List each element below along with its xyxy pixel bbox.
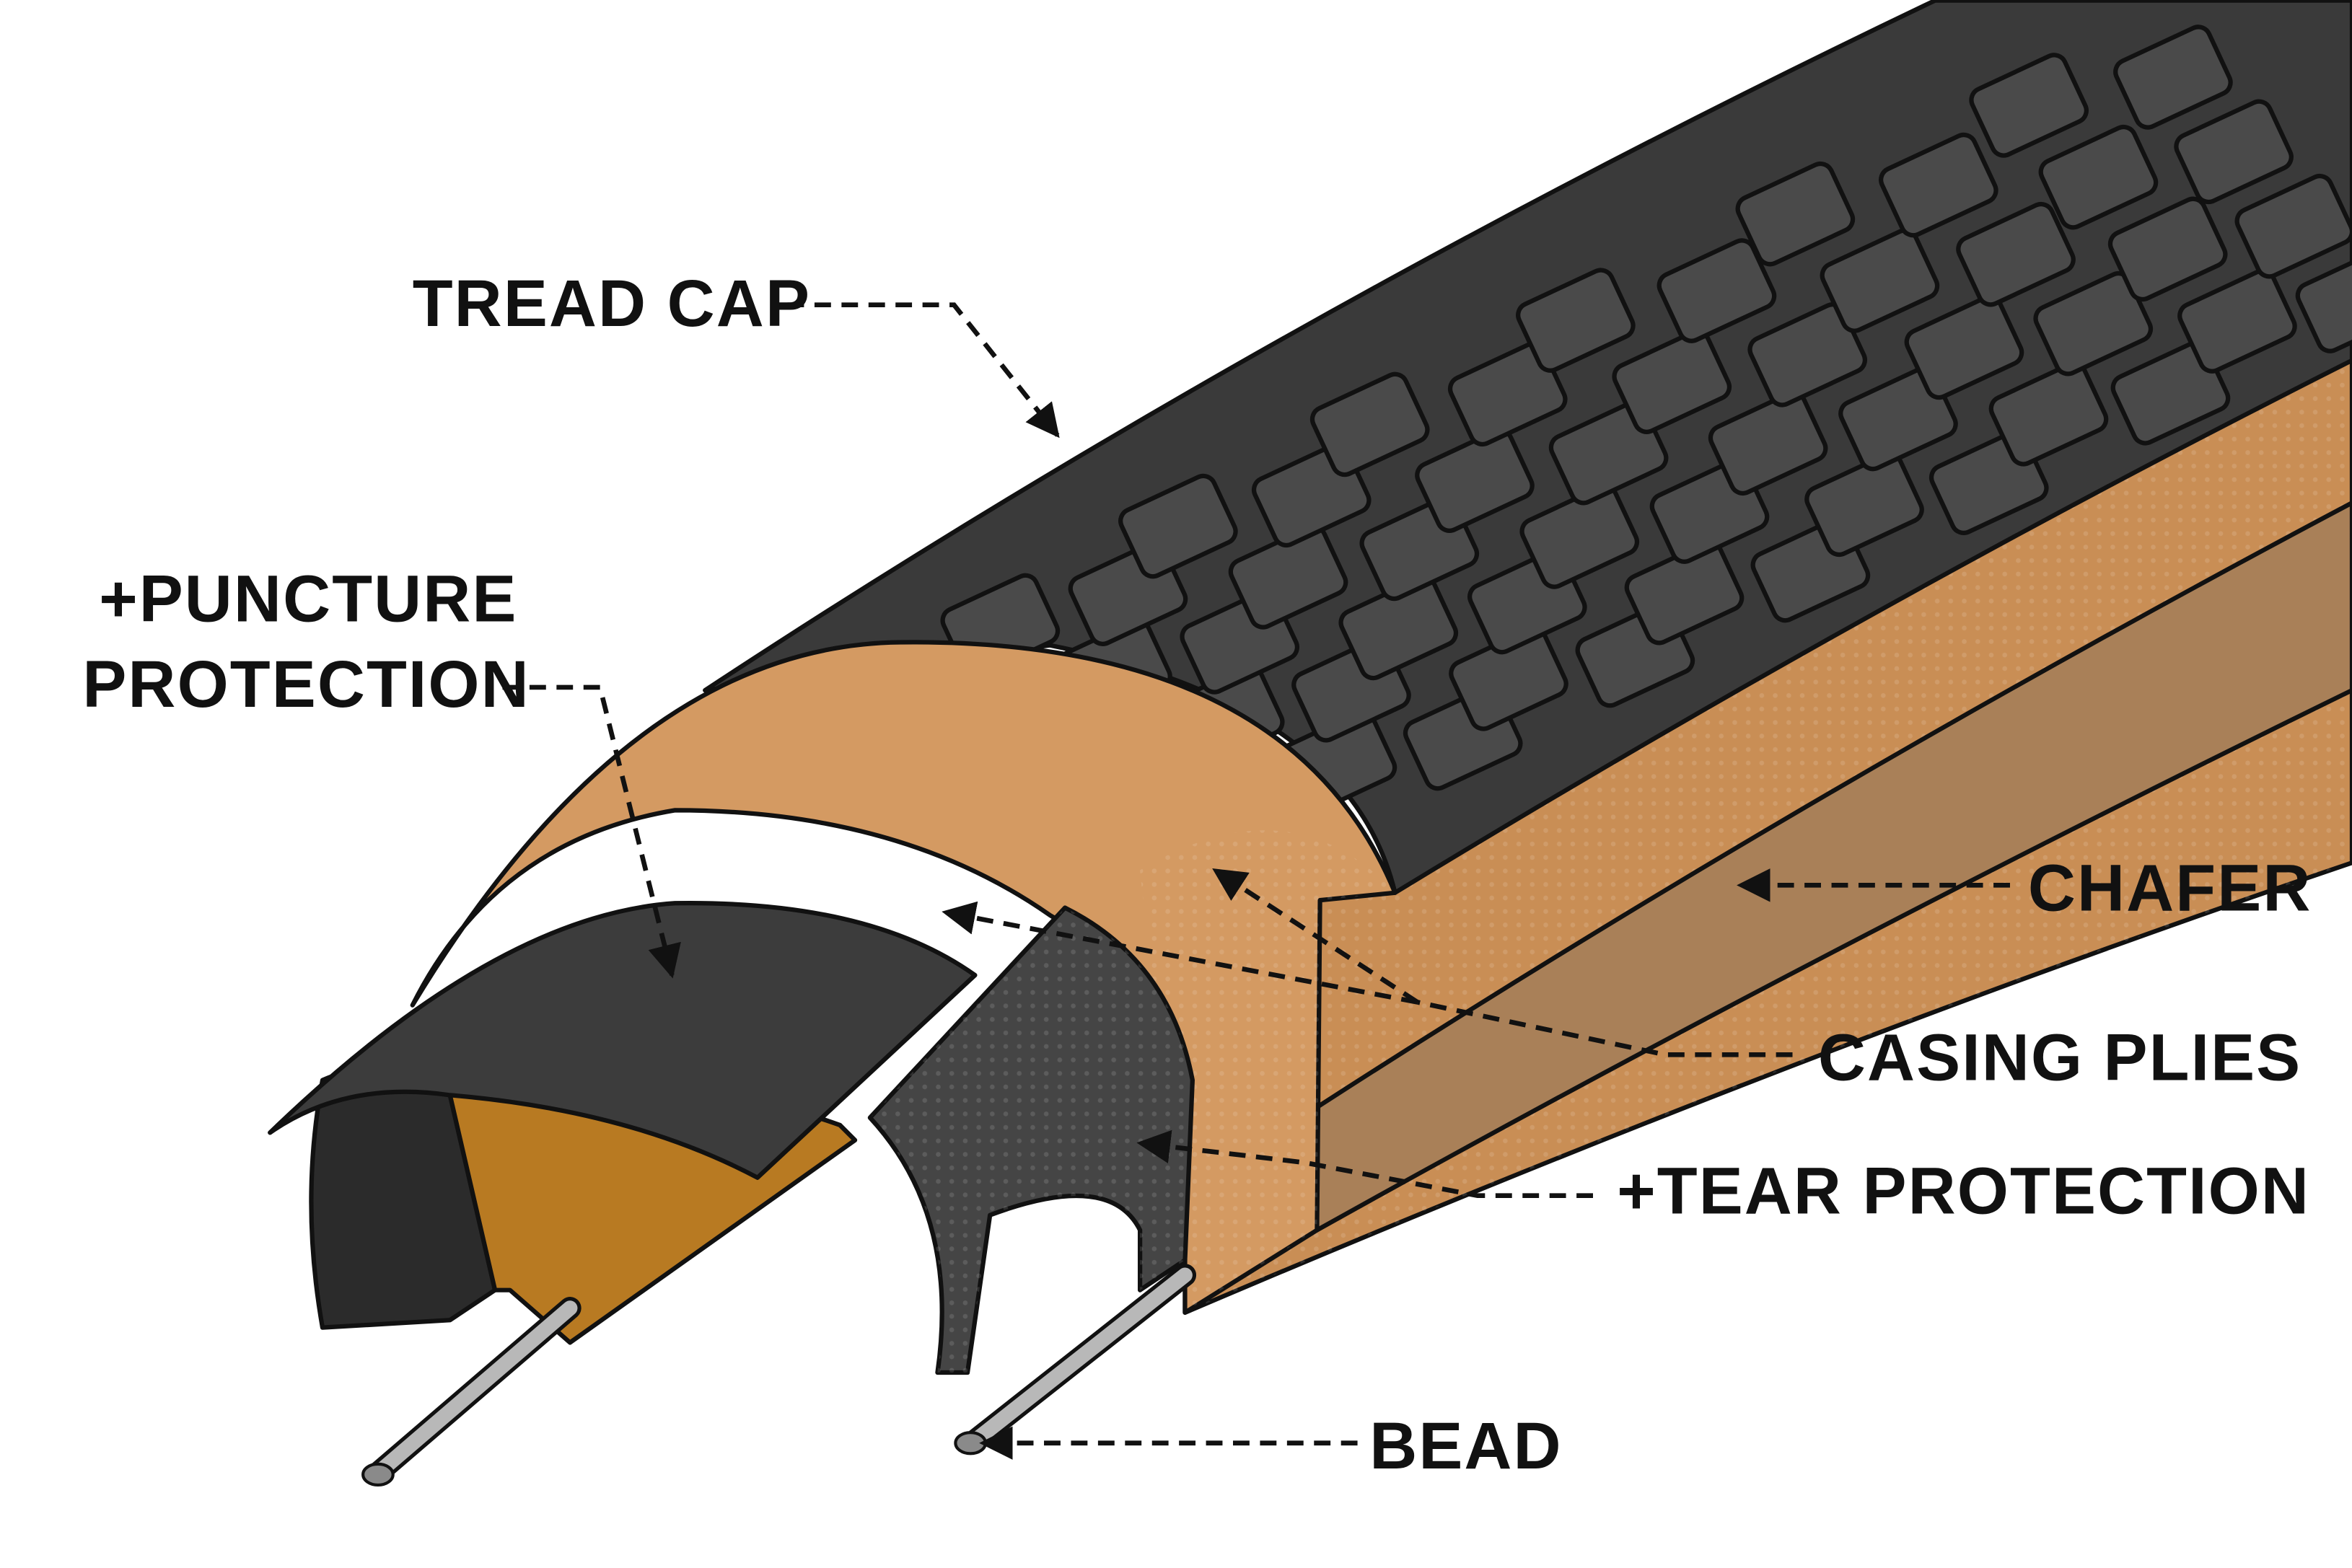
tread-lug (1118, 473, 1238, 579)
tread-lug (1956, 201, 2076, 307)
tread-lug (1820, 228, 1940, 333)
tread-lug (1516, 268, 1636, 373)
tread-lug (1708, 390, 1828, 496)
leader-puncture (502, 684, 681, 979)
label-tread-cap: TREAD CAP (413, 267, 811, 340)
tread-lug (1228, 524, 1348, 630)
tread-lug (2177, 268, 2297, 374)
tread-lug (1309, 371, 1430, 477)
tread-lug (2038, 124, 2159, 230)
label-puncture-line2: PROTECTION (82, 648, 530, 721)
tread-lug (2033, 270, 2154, 376)
leader-tear-protection (1136, 1129, 1593, 1199)
label-puncture-line1: +PUNCTURE (99, 562, 517, 635)
tread-lug (2174, 99, 2294, 205)
tread-lug (1657, 238, 1777, 343)
tread-lug (1735, 161, 1856, 267)
tread-lug (2113, 25, 2233, 130)
tread-lug (1804, 452, 1924, 558)
leader-casing-plies (1417, 1000, 1793, 1057)
tear-dots (869, 907, 1193, 1373)
tread-lug (1969, 53, 2089, 158)
tread-lug (1904, 294, 2024, 400)
leader-casing-plies-branch-b (1212, 868, 1419, 1005)
bead-wire-left (361, 1297, 582, 1487)
tread-lug (1879, 132, 1998, 238)
tread-lug (1519, 484, 1640, 589)
tread-lug (1447, 341, 1568, 447)
puncture-protection-layer (268, 901, 978, 1180)
label-tear-protection: +TEAR PROTECTION (1617, 1155, 2310, 1228)
tread-lug (1988, 361, 2109, 467)
tread-lug (2107, 196, 2228, 302)
tread-lug (2295, 248, 2352, 353)
label-casing-plies: CASING PLIES (1818, 1021, 2301, 1095)
label-chafer: CHAFER (2028, 852, 2312, 925)
tread-lug (1747, 302, 1868, 408)
tread-lug (2234, 173, 2352, 279)
casing-dots (1140, 830, 1395, 1313)
leader-tread-cap (787, 302, 1060, 439)
label-bead: BEAD (1369, 1409, 1563, 1483)
tread-lug (1624, 539, 1745, 646)
tread-lug (1612, 329, 1732, 434)
tread-lug (1415, 428, 1535, 533)
bead-wire-right (954, 1264, 1197, 1455)
